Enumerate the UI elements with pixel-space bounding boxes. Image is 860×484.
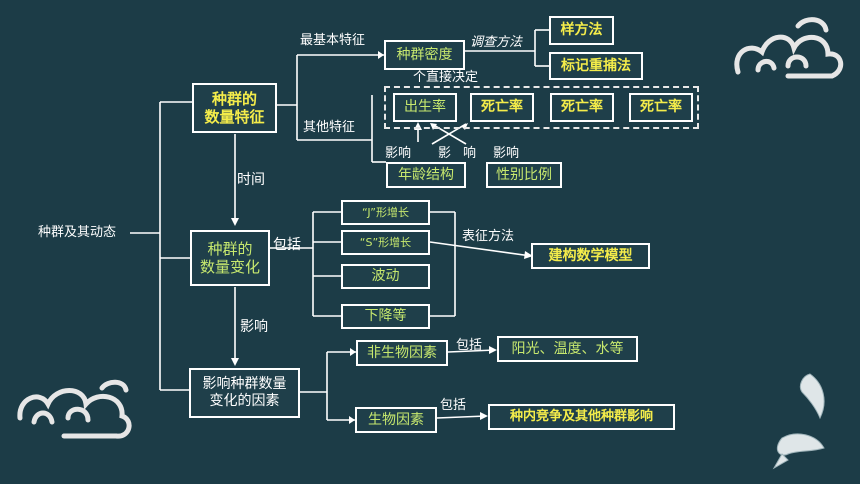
decline-node[interactable]: 下降等	[341, 304, 430, 329]
abiotic-items-node[interactable]: 阳光、温度、水等	[497, 336, 638, 362]
mark-recapture-node[interactable]: 标记重捕法	[549, 52, 643, 80]
include-label-abiotic: 包括	[456, 338, 483, 353]
other-feature-label: 其他特征	[303, 120, 356, 135]
j-curve-node[interactable]: “J”形增长	[341, 200, 430, 225]
sex-ratio-node[interactable]: 性别比例	[486, 162, 562, 188]
population-change-node[interactable]: 种群的 数量变化	[190, 230, 270, 286]
basic-feature-label: 最基本特征	[300, 33, 366, 48]
root-label: 种群及其动态	[38, 225, 117, 240]
cloud-ornament-top-right	[734, 17, 844, 79]
include-label-changes: 包括	[273, 237, 301, 253]
cloud-ornament-bottom-left	[17, 379, 132, 439]
age-structure-node[interactable]: 年龄结构	[386, 162, 466, 188]
rate-group-frame	[384, 86, 699, 129]
math-model-node[interactable]: 建构数学模型	[531, 243, 650, 269]
population-features-node[interactable]: 种群的 数量特征	[192, 83, 277, 133]
survey-method-label: 调查方法	[470, 35, 523, 50]
influence-label-main: 影响	[240, 319, 268, 335]
direct-determine-label: 个直接决定	[413, 70, 479, 85]
expression-method-label: 表征方法	[462, 229, 515, 244]
quadrat-method-node[interactable]: 样方法	[549, 16, 614, 45]
koi-fish-ornament	[772, 373, 825, 470]
influencing-factors-node[interactable]: 影响种群数量 变化的因素	[189, 368, 300, 418]
fluctuation-node[interactable]: 波动	[341, 264, 430, 289]
influence-label-1: 影响	[385, 146, 412, 161]
time-label: 时间	[237, 172, 265, 188]
biotic-factor-node[interactable]: 生物因素	[355, 407, 437, 433]
birth-rate-node[interactable]: 出生率	[393, 93, 457, 122]
abiotic-factor-node[interactable]: 非生物因素	[356, 340, 448, 366]
death-rate-node-2[interactable]: 死亡率	[550, 93, 614, 122]
death-rate-node-3[interactable]: 死亡率	[629, 93, 693, 122]
influence-label-3: 响	[463, 146, 477, 161]
population-density-node[interactable]: 种群密度	[384, 40, 465, 70]
include-label-biotic: 包括	[440, 398, 467, 413]
influence-label-4: 影响	[493, 146, 520, 161]
influence-label-2: 影	[438, 146, 452, 161]
biotic-items-node[interactable]: 种内竞争及其他种群影响	[488, 404, 675, 430]
s-curve-node[interactable]: “S”形增长	[341, 230, 430, 255]
death-rate-node-1[interactable]: 死亡率	[470, 93, 534, 122]
